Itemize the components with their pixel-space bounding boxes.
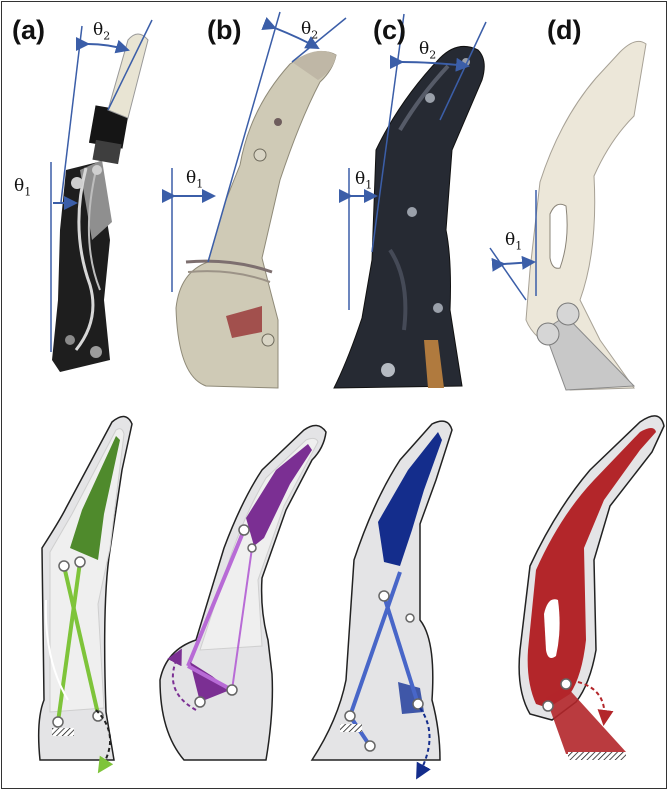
schematic-a-joint-2 xyxy=(75,557,85,567)
photo-a-screw-2 xyxy=(92,165,102,175)
photo-c-screw xyxy=(425,93,435,103)
angle-label-theta1-b: θ1 xyxy=(186,170,203,189)
panel-label-a: (a) xyxy=(12,17,45,44)
schematic-d xyxy=(519,416,664,760)
schematic-b-joint-1 xyxy=(239,525,249,535)
photo-d-bolt xyxy=(557,303,579,325)
angle-label-theta2-b: θ2 xyxy=(301,21,318,40)
photo-a-screw-3 xyxy=(65,335,75,345)
photo-c-screw-2 xyxy=(407,207,417,217)
panel-label-b: (b) xyxy=(207,17,241,44)
photo-a xyxy=(51,20,152,372)
photo-a-arc-theta2 xyxy=(88,44,128,50)
photo-b xyxy=(172,12,346,388)
panel-label-c: (c) xyxy=(373,17,406,44)
angle-label-theta2-a: θ2 xyxy=(93,22,110,41)
schematic-d-joint-1 xyxy=(561,679,571,689)
schematic-c-joint-1 xyxy=(379,591,389,601)
photo-b-body xyxy=(176,52,336,388)
schematic-b-joint-2 xyxy=(248,544,256,552)
angle-label-theta1-c: θ1 xyxy=(355,171,372,190)
photo-a-screw-4 xyxy=(90,346,102,358)
schematic-c xyxy=(312,421,452,776)
schematic-b-joint-3 xyxy=(195,697,205,707)
photo-d-guide-tilted xyxy=(490,248,526,300)
schematic-a-joint-3 xyxy=(53,717,63,727)
photo-c-screw-4 xyxy=(381,363,395,377)
schematic-a xyxy=(39,416,132,770)
photo-c-screw-3 xyxy=(433,303,443,313)
schematic-a-ground xyxy=(52,728,74,736)
angle-label-theta1-d: θ1 xyxy=(505,232,522,251)
schematic-a-joint-1 xyxy=(59,561,69,571)
panel-label-d: (d) xyxy=(547,17,581,44)
angle-label-theta2-c: θ2 xyxy=(419,41,436,60)
photo-c xyxy=(334,14,486,388)
angle-label-theta1-a: θ1 xyxy=(14,178,31,197)
schematic-c-joint-4 xyxy=(413,699,423,709)
photo-d xyxy=(490,41,646,390)
photo-d-bolt-2 xyxy=(537,323,559,345)
schematic-d-slot xyxy=(544,599,560,658)
schematic-c-joint-5 xyxy=(365,741,375,751)
schematic-c-joint-3 xyxy=(345,711,355,721)
schematic-b xyxy=(160,425,326,760)
schematic-b-joint-4 xyxy=(227,685,237,695)
schematic-d-ground xyxy=(568,752,626,760)
photo-b-screw-3 xyxy=(262,334,274,346)
schematic-d-ground-link xyxy=(546,686,626,754)
schematic-c-joint-2 xyxy=(406,614,414,622)
photo-a-screw xyxy=(71,177,83,189)
photo-b-screw-2 xyxy=(274,118,282,126)
schematic-d-joint-2 xyxy=(543,701,553,711)
photo-b-screw xyxy=(254,149,266,161)
schematic-b-inner-outline xyxy=(200,438,318,650)
photo-c-body xyxy=(334,46,484,388)
schematic-c-outline xyxy=(312,421,452,760)
schematic-c-ground xyxy=(340,724,362,732)
photo-d-arc-theta1 xyxy=(504,262,534,264)
